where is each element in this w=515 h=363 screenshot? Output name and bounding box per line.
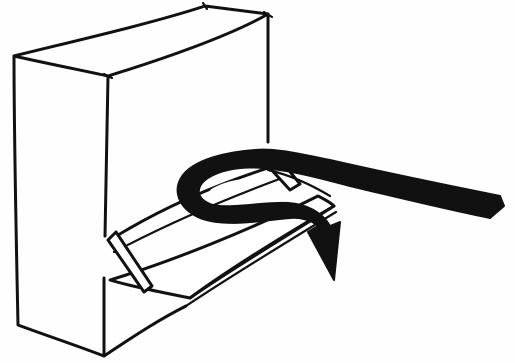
box-front-left-edge	[14, 56, 104, 356]
box-front-corner-edge-upper	[105, 76, 108, 236]
box-top-face	[14, 6, 268, 76]
box-side-bottom-edge	[104, 306, 186, 356]
ribbon-twist-highlight	[210, 178, 258, 198]
open-flap	[108, 162, 336, 306]
